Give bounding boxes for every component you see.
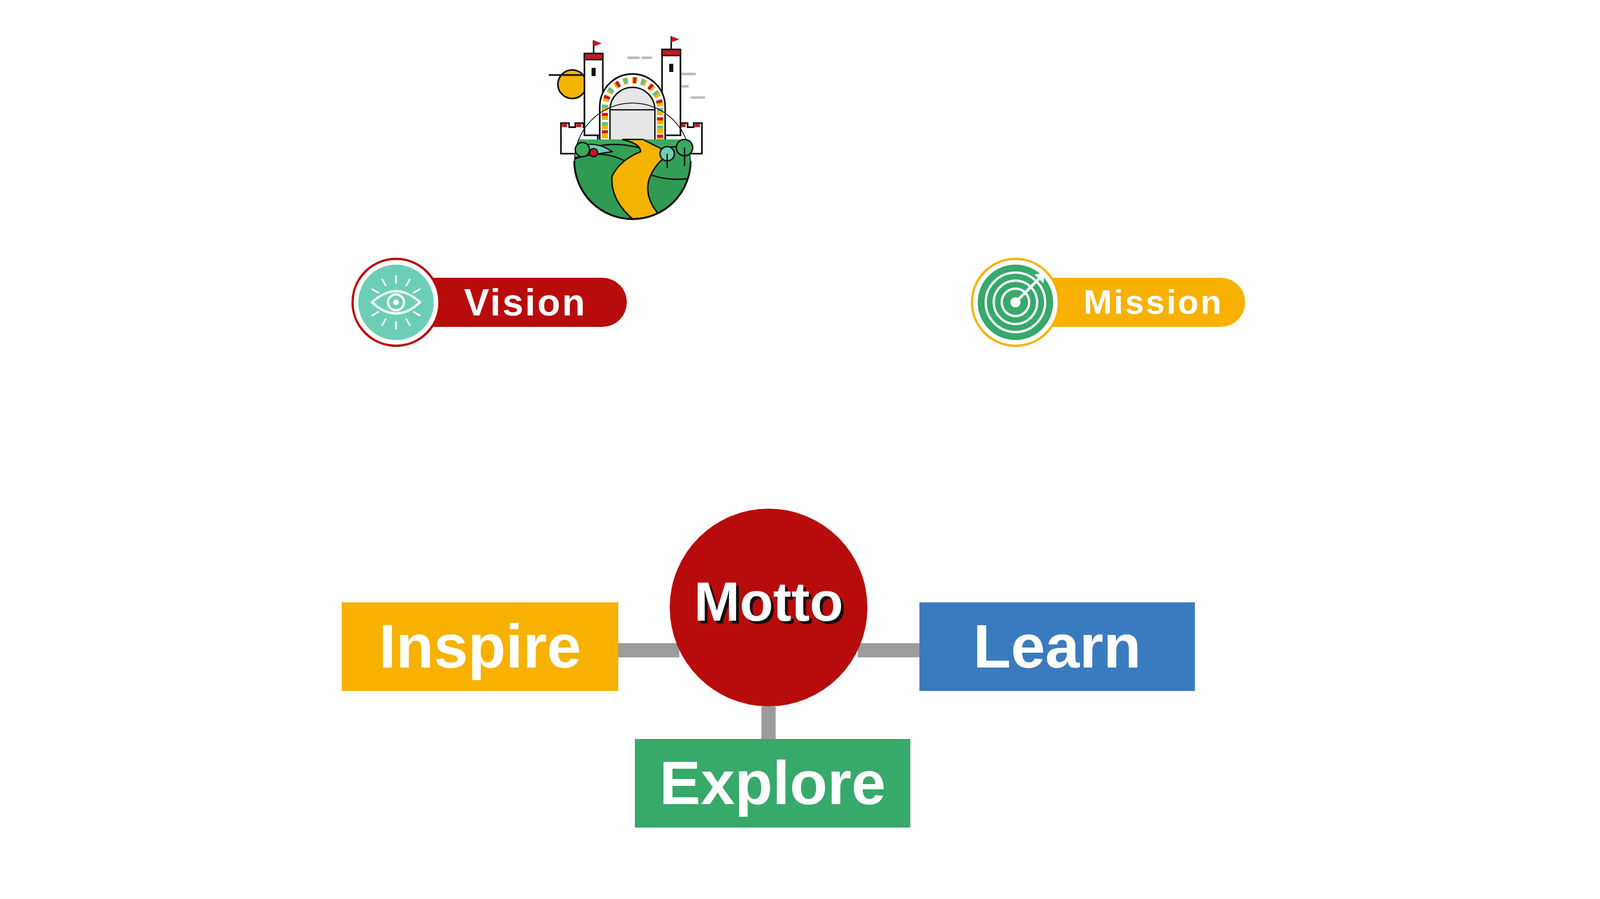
motto-label: Motto: [693, 571, 843, 632]
value-box: Learn: [919, 602, 1195, 691]
connector-line: [618, 642, 680, 658]
value-label: Inspire: [378, 612, 582, 681]
connector-line: [857, 642, 920, 658]
castle-illustration: [548, 33, 715, 231]
connector-line: [761, 706, 776, 739]
target-icon: [970, 257, 1061, 348]
value-label: Explore: [659, 749, 886, 818]
motto-circle: Motto: [669, 508, 868, 707]
eye-icon: [350, 257, 442, 348]
badge-label: Vision: [464, 281, 587, 324]
badge-label: Mission: [1083, 283, 1223, 322]
value-label: Learn: [973, 612, 1142, 681]
vision-badge: Vision: [350, 257, 627, 348]
value-box: Inspire: [341, 602, 619, 691]
value-box: Explore: [634, 738, 911, 828]
mission-badge: Mission: [970, 257, 1246, 348]
